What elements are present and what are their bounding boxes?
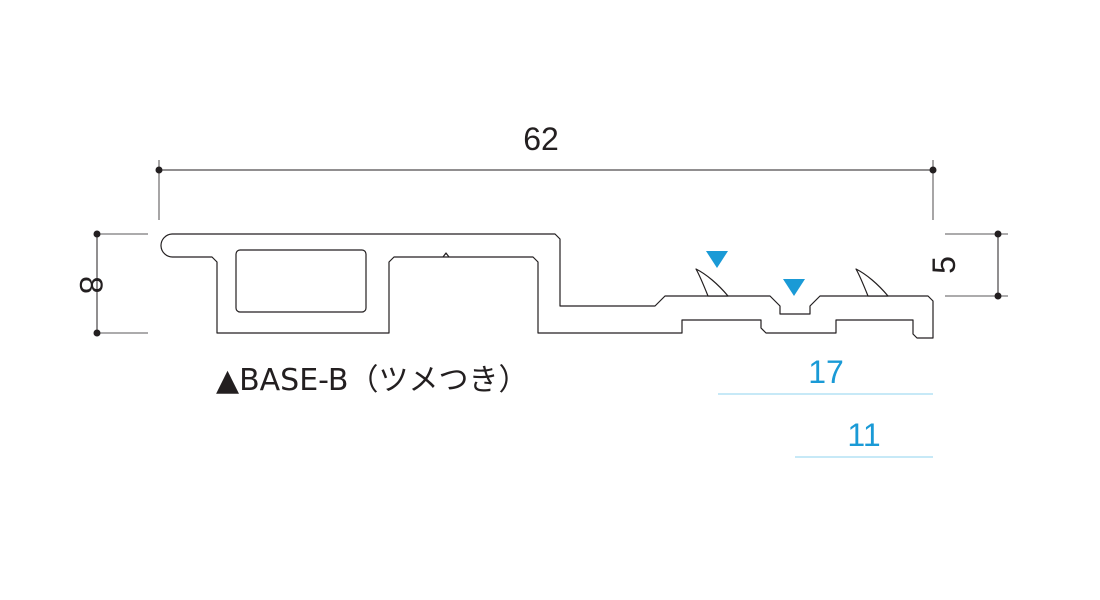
triangle-down-marker — [706, 251, 728, 268]
dimension-dot — [994, 292, 1002, 300]
claw-left — [695, 268, 729, 297]
triangle-down-marker — [783, 279, 805, 296]
dimension-dot — [994, 230, 1002, 238]
center-notch — [442, 252, 450, 258]
blue-dimension-upper: 17 — [808, 354, 844, 390]
overall-width-label: 62 — [523, 121, 559, 157]
profile-caption: ▲BASE-B（ツメつき） — [216, 363, 529, 398]
claw-right — [855, 268, 889, 297]
base-profile — [160, 233, 934, 339]
claws — [695, 268, 889, 297]
hollow-chamber — [235, 249, 367, 313]
dimension-dot — [93, 230, 101, 238]
right-height-label: 5 — [926, 256, 962, 274]
dimension-dot — [93, 329, 101, 337]
height-label: 8 — [73, 276, 109, 294]
dimension-dot — [929, 166, 937, 174]
dimension-dot — [155, 166, 163, 174]
blue-dimensions: 17 11 — [718, 354, 933, 458]
right-height-dimension: 5 — [926, 230, 1008, 300]
blue-dimension-lower: 11 — [847, 417, 880, 453]
markers — [706, 251, 805, 296]
height-dimension: 8 — [73, 230, 148, 337]
overall-width-dimension: 62 — [155, 121, 937, 220]
